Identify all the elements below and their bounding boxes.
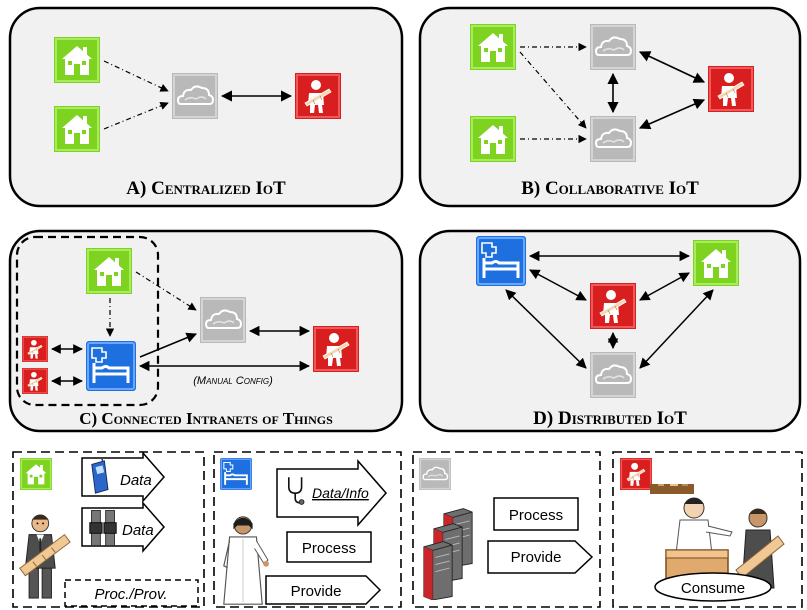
cloud-icon <box>590 24 636 70</box>
panel-b-caption: B) Collaborative IoT <box>521 178 699 199</box>
legend-cloud-item-1: Process <box>509 507 563 524</box>
cloud-icon <box>419 458 451 490</box>
provide-arrow-box <box>265 575 382 605</box>
panel-d-caption: D) Distributed IoT <box>533 408 687 429</box>
panel-b: B) Collaborative IoT <box>418 6 802 208</box>
legend-hospital-item-1: Data/Info <box>312 485 369 501</box>
legend-hospital: Data/Info Process Provide <box>213 451 402 608</box>
house-icon <box>470 116 516 162</box>
manual-config-label: (Manual Config) <box>193 375 273 387</box>
person-icon <box>22 368 48 394</box>
cloud-icon <box>200 297 246 343</box>
consume-ellipse <box>654 572 772 602</box>
person-icon <box>620 458 652 490</box>
proc-prov-box <box>64 579 199 607</box>
legend-home-item-3: Proc./Prov. <box>94 586 167 603</box>
legend-cloud: Process Provide <box>412 451 601 608</box>
house-icon <box>54 106 100 152</box>
legend-home: Data Data Proc./Prov. <box>12 451 205 608</box>
panel-a-caption: A) Centralized IoT <box>126 178 286 199</box>
hospital-bed-icon <box>220 458 252 490</box>
house-icon <box>470 24 516 70</box>
data-arrow-box <box>81 501 165 553</box>
legend-hospital-item-2: Process <box>302 540 356 557</box>
house-icon <box>693 240 739 286</box>
panel-a: A) Centralized IoT <box>8 6 404 208</box>
legend-cloud-item-2: Provide <box>511 549 562 566</box>
legend-user-item-1: Consume <box>681 580 745 597</box>
server-icon <box>423 541 453 600</box>
cloud-icon <box>590 116 636 162</box>
cloud-icon <box>172 73 218 119</box>
nurse-icon <box>223 516 270 605</box>
panel-c-caption: C) Connected Intranets of Things <box>79 409 333 428</box>
house-icon <box>20 458 52 490</box>
person-icon <box>22 336 48 362</box>
panel-d: D) Distributed IoT <box>418 229 802 433</box>
legend-user: Consume <box>612 451 803 608</box>
person-icon <box>708 66 754 112</box>
legend-home-item-2: Data <box>122 522 154 539</box>
person-icon <box>295 73 341 119</box>
hospital-bed-icon <box>86 341 136 391</box>
hospital-bed-icon <box>476 236 526 286</box>
data-info-arrow-box <box>276 459 387 527</box>
process-box <box>286 531 372 563</box>
person-bandage-icon <box>18 514 72 600</box>
provide-arrow-box <box>487 540 594 574</box>
legend-hospital-item-3: Provide <box>291 583 342 600</box>
panel-c: (Manual Config) C) Connected Intranets o… <box>8 229 404 433</box>
person-icon <box>313 326 359 372</box>
legend-home-item-1: Data <box>120 472 152 489</box>
person-icon <box>590 283 636 329</box>
house-icon <box>54 37 100 83</box>
cloud-icon <box>590 352 636 398</box>
house-icon <box>86 248 132 294</box>
process-box <box>493 497 579 531</box>
